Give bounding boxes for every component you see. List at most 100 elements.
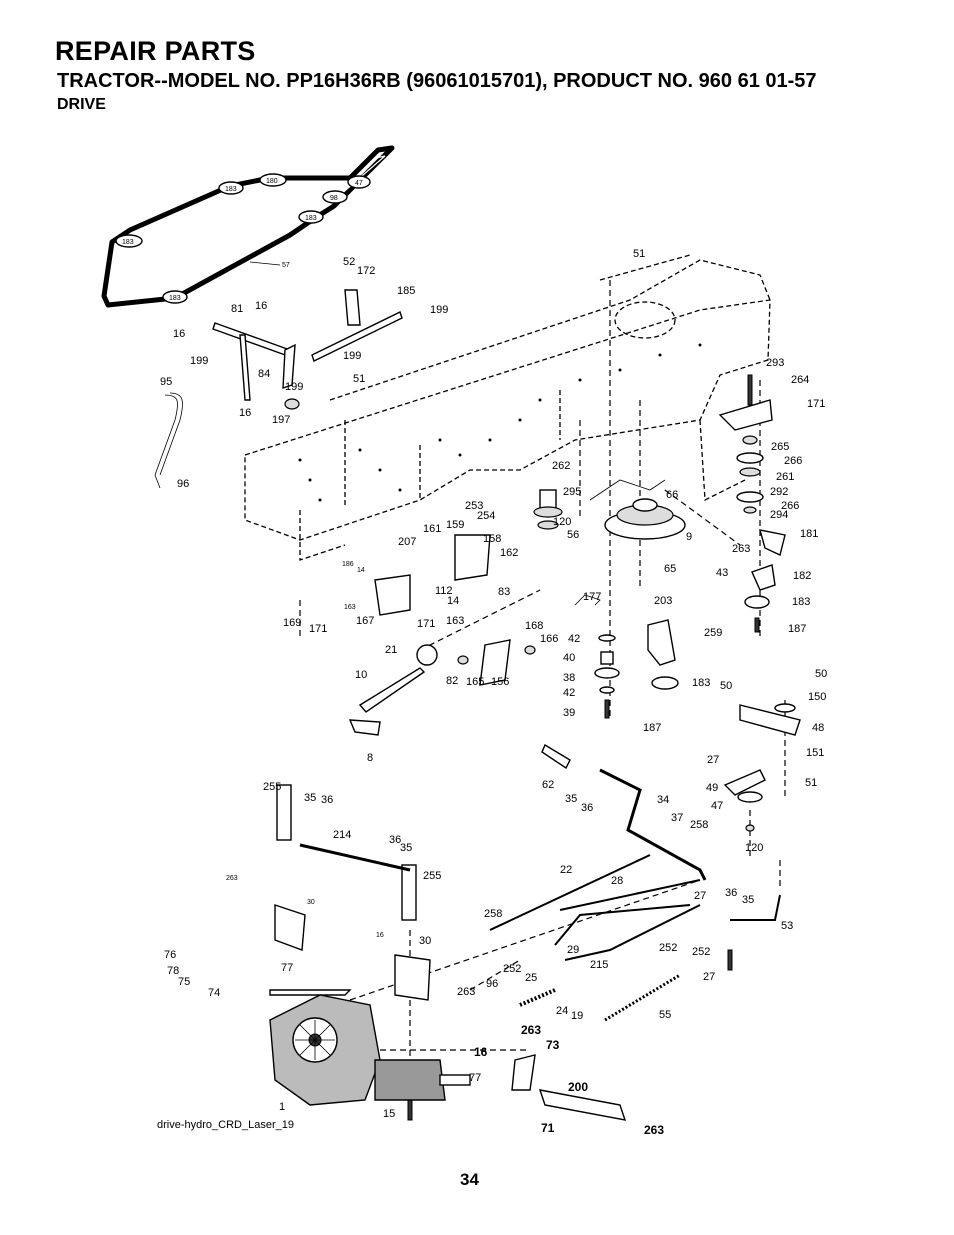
part-label: 51 (633, 248, 645, 260)
part-label: 112 (435, 585, 453, 597)
part-label: 263 (226, 875, 238, 882)
upper-linkage (154, 289, 403, 489)
part-label: 200 (568, 1080, 588, 1094)
part-label: 35 (304, 792, 316, 804)
part-label: 255 (423, 870, 441, 882)
part-label: 253 (465, 500, 483, 512)
part-label: 16 (173, 328, 185, 340)
part-label: 263 (521, 1023, 541, 1037)
part-label: 254 (477, 510, 495, 522)
center-pulley-stack (533, 479, 686, 719)
part-label: 40 (563, 652, 575, 664)
page-number: 34 (460, 1170, 479, 1189)
part-label: 55 (659, 1009, 671, 1021)
part-label: 36 (389, 834, 401, 846)
part-label: 75 (178, 976, 190, 988)
part-label: 84 (258, 368, 270, 380)
part-label: 62 (542, 779, 554, 791)
part-label: 15 (383, 1108, 395, 1120)
part-label: 151 (806, 747, 824, 759)
part-label: 36 (321, 794, 333, 806)
part-label: 168 (525, 620, 543, 632)
part-label: 199 (190, 355, 208, 367)
tractor-frame (244, 254, 771, 561)
part-label: 22 (560, 864, 572, 876)
part-label: 295 (563, 486, 581, 498)
part-label: 30 (307, 899, 315, 906)
section-title: DRIVE (57, 96, 106, 113)
part-label: 161 (423, 523, 441, 535)
part-label: 171 (807, 398, 825, 410)
part-label: 56 (567, 529, 579, 541)
part-label: 52 (343, 256, 355, 268)
part-label: 28 (611, 875, 623, 887)
part-label: 36 (581, 802, 593, 814)
part-label: 9 (686, 531, 692, 543)
part-label: 82 (446, 675, 458, 687)
part-label: 120 (745, 842, 763, 854)
part-label: 185 (397, 285, 415, 297)
part-label: 96 (486, 978, 498, 990)
part-label: 171 (417, 618, 435, 630)
part-label: 35 (742, 894, 754, 906)
part-label: 14 (447, 595, 459, 607)
part-label: 19 (571, 1010, 583, 1022)
part-label: 169 (283, 617, 301, 629)
part-label: 150 (808, 691, 826, 703)
part-label: 294 (770, 509, 788, 521)
part-label: 252 (503, 963, 521, 975)
part-label: 264 (791, 374, 809, 386)
part-label: 21 (385, 644, 397, 656)
part-label: 16 (376, 932, 384, 939)
belt-label-183-c: 183 (305, 215, 317, 222)
model-subtitle: TRACTOR--MODEL NO. PP16H36RB (9606101570… (57, 70, 817, 92)
part-label: 171 (309, 623, 327, 635)
part-label: 183 (792, 596, 810, 608)
part-label: 77 (281, 962, 293, 974)
part-label: 42 (568, 633, 580, 645)
part-label: 183 (692, 677, 710, 689)
part-label: 51 (353, 373, 365, 385)
part-label: 39 (563, 707, 575, 719)
part-label: 165 (466, 676, 484, 688)
part-label: 292 (770, 486, 788, 498)
belt-label-57: 57 (282, 262, 290, 269)
part-label: 30 (419, 935, 431, 947)
part-label: 263 (457, 986, 475, 998)
part-label: 50 (720, 680, 732, 692)
part-label: 81 (231, 303, 243, 315)
part-label: 265 (771, 441, 789, 453)
part-label: 167 (356, 615, 374, 627)
part-label: 252 (659, 942, 677, 954)
part-label: 199 (343, 350, 361, 362)
part-label: 262 (552, 460, 570, 472)
part-label: 1 (279, 1101, 285, 1113)
part-label: 172 (357, 265, 375, 277)
part-label: 16 (474, 1045, 488, 1059)
part-label: 96 (177, 478, 189, 490)
part-label: 27 (694, 890, 706, 902)
part-label: 214 (333, 829, 351, 841)
part-label: 47 (711, 800, 723, 812)
part-label: 263 (732, 543, 750, 555)
belt-label-98: 98 (330, 195, 338, 202)
belt-label-47: 47 (355, 180, 363, 187)
part-label: 199 (285, 381, 303, 393)
part-label: 207 (398, 536, 416, 548)
part-label: 255 (263, 781, 281, 793)
part-label: 37 (671, 812, 683, 824)
belt-label-183-d: 183 (169, 295, 181, 302)
part-label: 38 (563, 672, 575, 684)
part-label: 65 (664, 563, 676, 575)
part-label: 166 (540, 633, 558, 645)
part-label: 35 (565, 793, 577, 805)
part-label: 162 (500, 547, 518, 559)
part-label: 42 (563, 687, 575, 699)
part-label: 76 (164, 949, 176, 961)
part-label: 51 (805, 777, 817, 789)
belt-label-180: 180 (266, 178, 278, 185)
part-label: 27 (703, 971, 715, 983)
part-label: 95 (160, 376, 172, 388)
transmission-unit (269, 994, 471, 1106)
